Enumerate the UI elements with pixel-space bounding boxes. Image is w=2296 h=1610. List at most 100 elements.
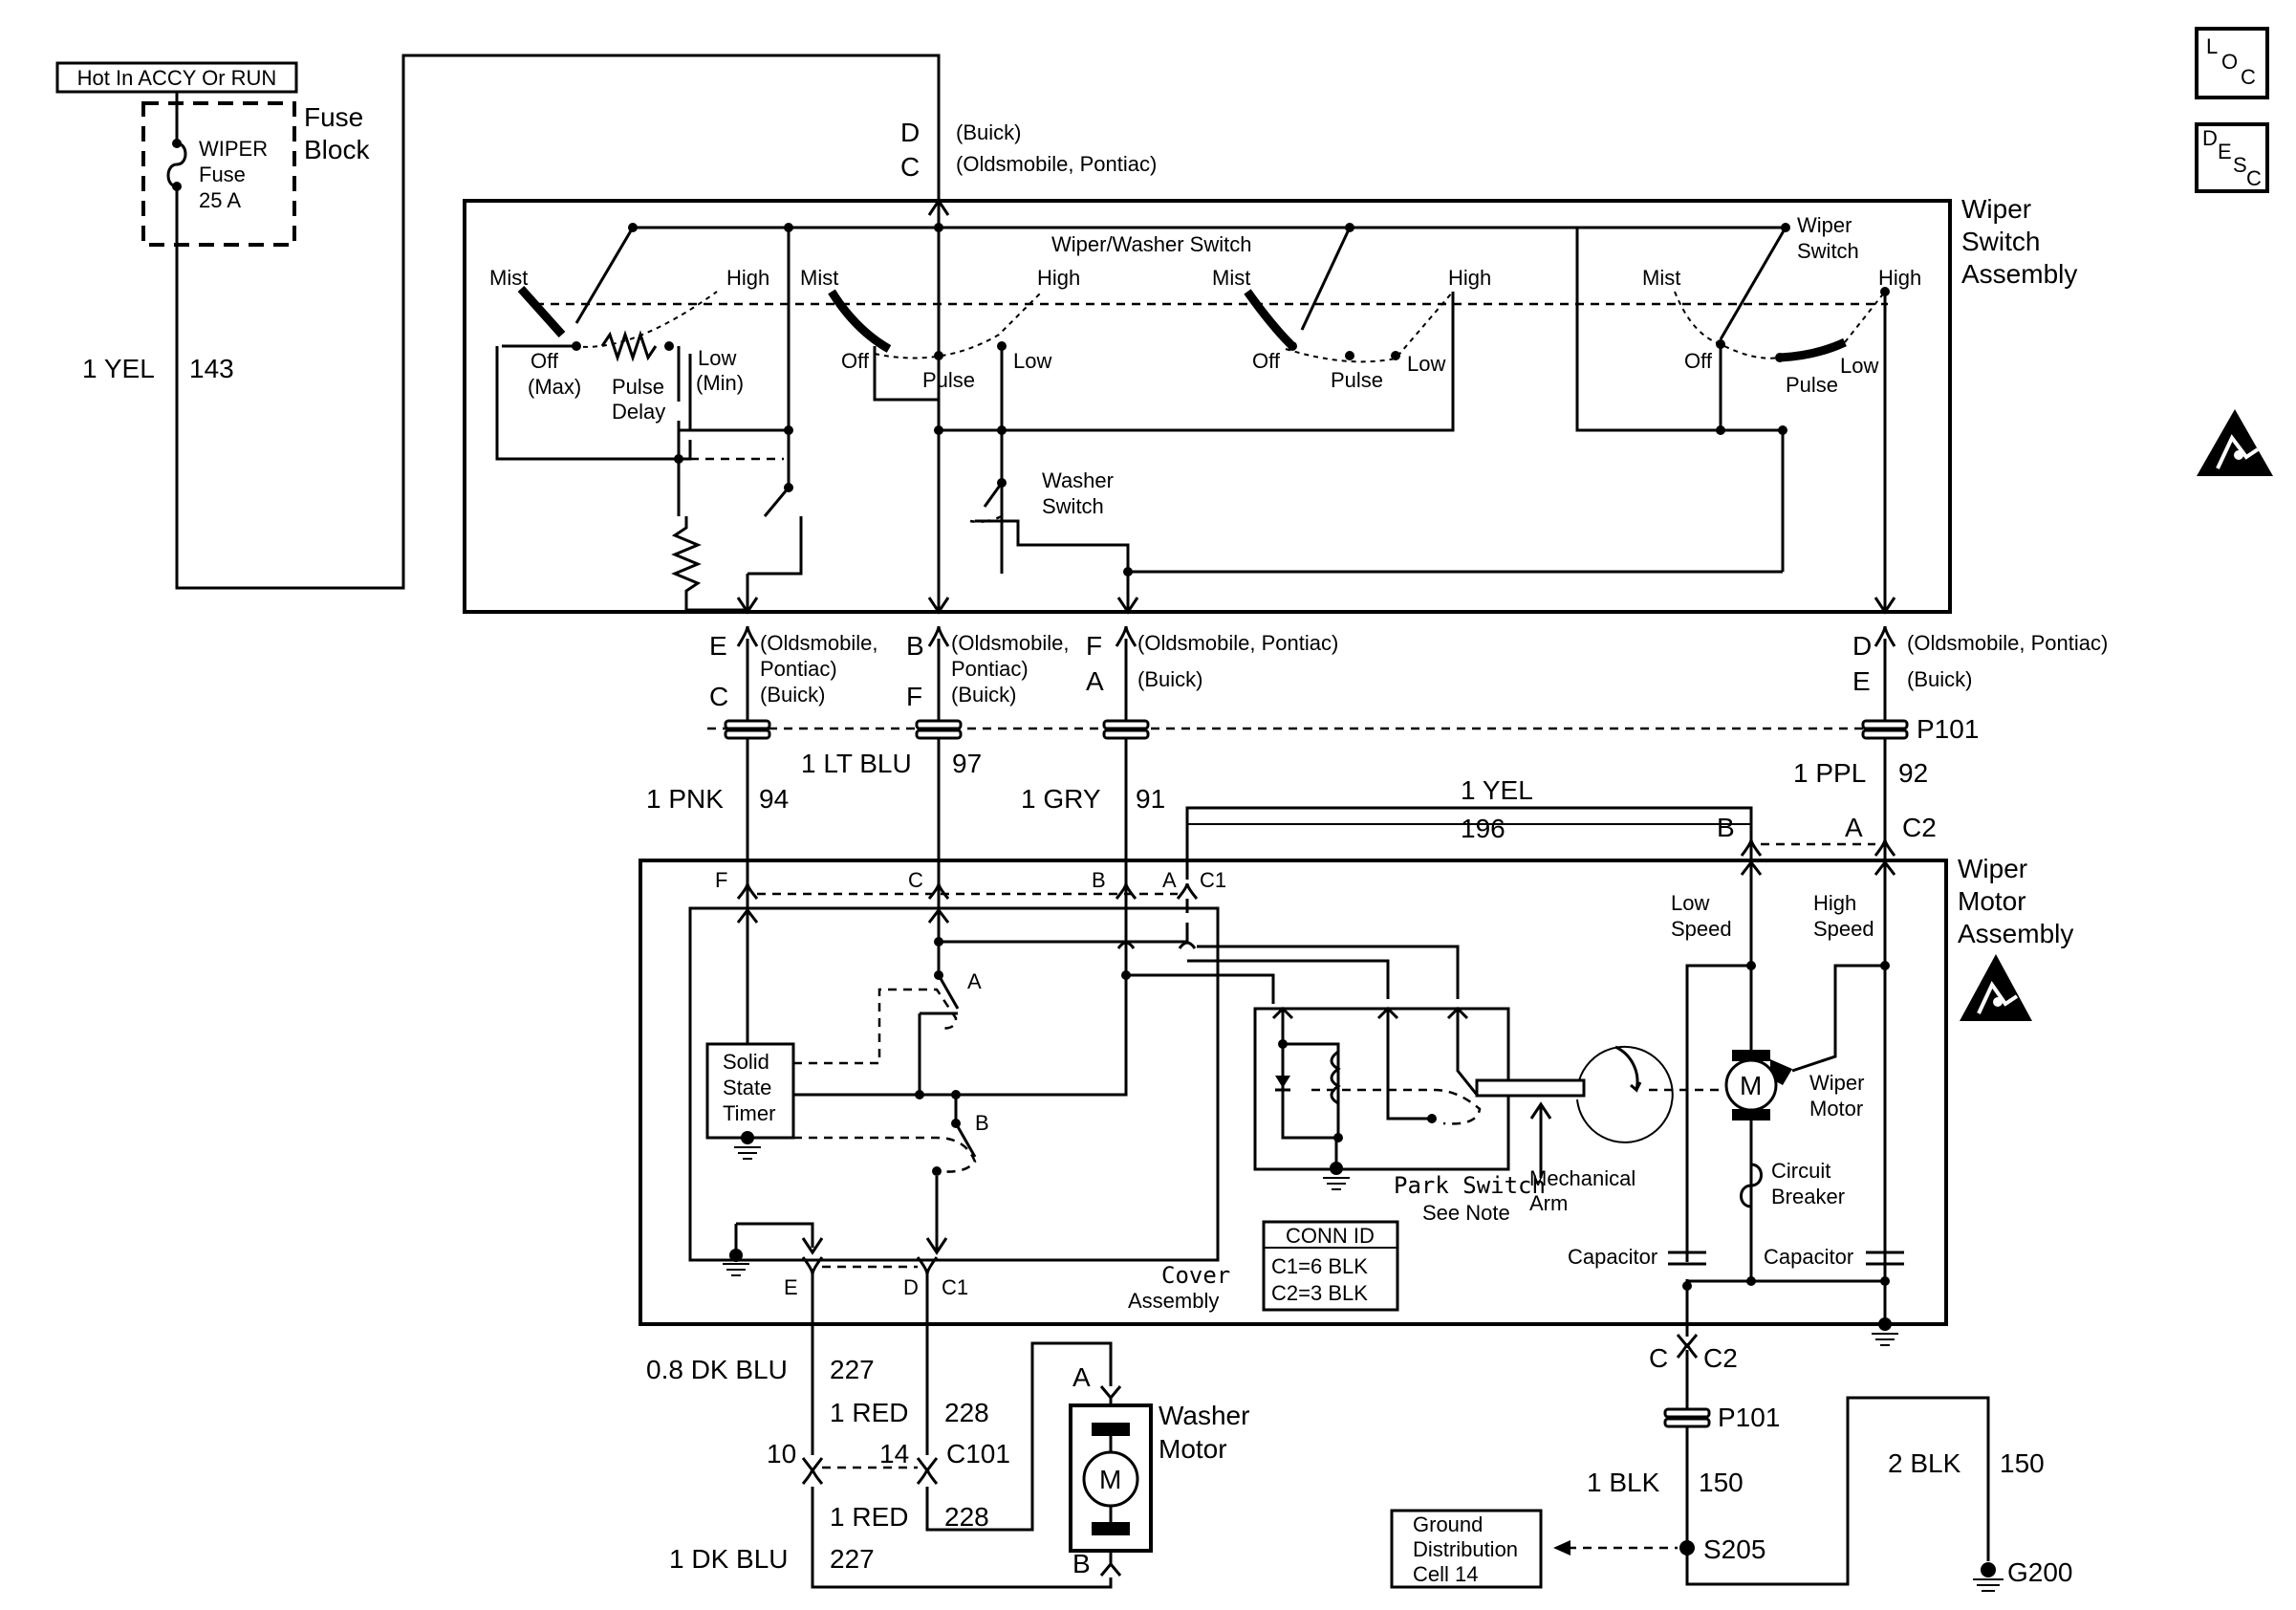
wiper-motor-label-2: Motor [1809,1097,1863,1120]
mech-arm-label-2: Arm [1529,1191,1568,1215]
desc-icon[interactable] [2195,122,2269,193]
wiper-motor-assembly-box [639,859,1948,1326]
high-speed-label-1: High [1813,891,1856,915]
washer-motor-label-2: Motor [1159,1434,1227,1464]
conn-b-note2: Pontiac) [951,657,1029,681]
wiper-motor-circle [1724,1058,1778,1112]
washer-wiring [801,1270,1122,1589]
timer-label-1: Solid [723,1050,769,1074]
conn-d-pin1: D [1852,631,1872,661]
ground-wiring [1553,1324,2004,1592]
wiper-fuse-symbol [166,141,187,188]
ground-p101-label: P101 [1718,1403,1780,1432]
capacitor-label-1: Capacitor [1568,1245,1657,1269]
switch-top-note-olds: (Oldsmobile, Pontiac) [956,152,1157,176]
c2-top-pin-a: A [1845,813,1863,842]
sw4-high: High [1878,266,1921,290]
washer-red-bottom-circuit: 228 [944,1502,989,1532]
wire-pnk-circuit: 94 [759,784,789,814]
c2-top-label: C2 [1902,813,1937,842]
wire-ltblu-circuit: 97 [952,749,982,778]
ground-pin-c2: C2 [1703,1343,1738,1373]
wire-yel-circuit: 196 [1461,814,1505,843]
conn-f-pin1: F [1086,631,1102,661]
circuit-breaker-label-1: Circuit [1771,1159,1830,1183]
svg-text:C: C [2246,166,2262,190]
timer-label-3: Timer [723,1101,775,1125]
washer-red-top-color: 1 RED [830,1398,908,1427]
conn-id-c1: C1=6 BLK [1271,1254,1368,1278]
washer-switch-label-2: Switch [1042,494,1104,518]
washer-motor-symbol: M [1099,1465,1121,1494]
conn-b-note1: (Oldsmobile, [951,631,1069,655]
sw1-min: (Min) [696,371,744,395]
conn-e-pin2: C [709,682,728,711]
switch-section-1: Mist High Off (Max) Pulse Delay Low (Min… [489,227,803,612]
switch-top-pin-d: D [900,118,920,147]
blk2-circuit: 150 [2000,1448,2045,1478]
conn-e-note2: Pontiac) [760,657,837,681]
wire-gry-color: 1 GRY [1021,784,1101,814]
cover-assembly-box [688,906,1220,1262]
switch-section-2: Mist High Off Pulse Low Washer Switch [800,266,1783,577]
park-switch-arm-cam [1576,1045,1674,1143]
conn-f-pin2: A [1086,666,1104,696]
circuit-breaker-label-2: Breaker [1771,1185,1845,1208]
loc-icon[interactable] [2195,27,2269,99]
g200-label: G200 [2007,1557,2073,1587]
conn-id-c2: C2=3 BLK [1271,1281,1368,1305]
svg-text:L: L [2206,34,2218,58]
c1-pin-c: C [908,868,923,892]
sw3-low: Low [1407,352,1445,376]
wire-gry-circuit: 91 [1136,784,1165,814]
switch-assembly-title-3: Assembly [1961,259,2077,289]
conn-e-note3: (Buick) [760,683,825,707]
switch-connector-row [707,625,1909,956]
washer-motor-label-1: Washer [1159,1401,1249,1430]
esd-warning-icon [2197,409,2273,476]
conn-b-note3: (Buick) [951,683,1016,707]
switch-output-wires [746,572,1130,610]
sw2-high: High [1037,266,1080,290]
sw1-low: Low [698,346,736,370]
wire-ltblu-color: 1 LT BLU [801,749,912,778]
sw4-mist: Mist [1642,266,1680,290]
motor-assembly-title-3: Assembly [1958,919,2073,948]
c1-pin-a: A [1162,868,1177,892]
capacitor-label-2: Capacitor [1764,1245,1853,1269]
fuse-sub: Fuse [199,163,246,186]
ground-distribution-box [1390,1509,1543,1589]
sw4-pulse: Pulse [1786,373,1838,397]
sw3-high: High [1448,266,1491,290]
relay-b-label: B [975,1111,989,1135]
wiper-switch-assembly-box [463,199,1952,614]
conn-id-box [1262,1220,1399,1312]
wiper-motor-label-1: Wiper [1809,1071,1864,1095]
mech-arm-label-1: Mechanical [1529,1166,1635,1190]
sw2-off: Off [841,349,870,373]
washer-red-top-circuit: 228 [944,1398,989,1427]
washer-motor-circle [1082,1450,1139,1508]
washer-dkblu-bottom-color: 1 DK BLU [669,1544,789,1574]
c101-label: C101 [946,1439,1010,1469]
c2-top-pin-b: B [1717,813,1735,842]
cover-internal-wiring: A B [736,899,1460,1255]
blk2-color: 2 BLK [1888,1448,1961,1478]
gdc-label-2: Distribution [1413,1537,1518,1561]
wiper-washer-switch-label: Wiper/Washer Switch [1051,232,1251,256]
sw1-off: Off [531,349,559,373]
wire-pnk-color: 1 PNK [646,784,724,814]
sw4-off: Off [1684,349,1713,373]
svg-text:D: D [2202,126,2218,150]
sw1-high: High [726,266,769,290]
c1-pin-b: B [1092,868,1106,892]
s205-label: S205 [1703,1534,1765,1564]
washer-dkblu-top-circuit: 227 [830,1355,875,1384]
park-switch-label: Park Switch [1394,1172,1546,1199]
conn-d-note2: (Buick) [1907,667,1972,691]
wiper-motor-symbol: M [1740,1071,1762,1100]
blk1-circuit: 150 [1699,1468,1744,1497]
cover-label-2: Assembly [1128,1289,1219,1313]
switch-top-bus [633,134,1786,610]
